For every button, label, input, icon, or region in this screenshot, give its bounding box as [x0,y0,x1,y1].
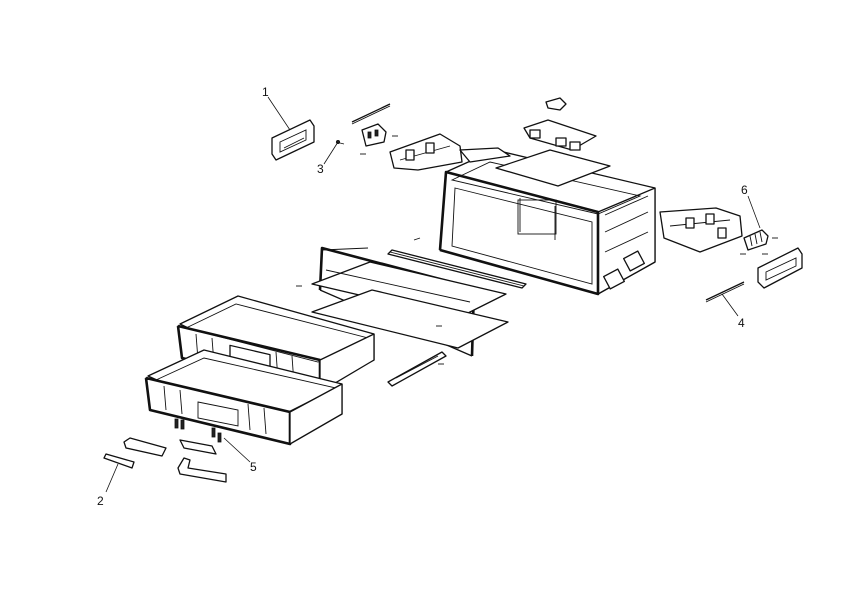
left-hinge-assembly [360,123,511,171]
part-4-pin-rod [705,281,745,303]
part-1-left-latch [271,119,315,161]
drawer-handles [123,437,227,483]
callout-5: 5 [250,460,257,474]
box-housing [438,149,656,296]
part-5-drawer-pins [174,418,222,455]
leader-lines [105,96,761,493]
callout-6: 6 [741,183,748,197]
lower-drawer [144,349,343,446]
drawer-frame [311,246,509,357]
top-latch-parts [523,97,597,151]
right-handle-latch [757,247,803,289]
pin-rod-left [351,103,391,125]
callout-1: 1 [262,85,269,99]
callout-3: 3 [317,162,324,176]
slide-rails [387,249,527,387]
loose-screws [296,237,444,365]
part-6-latch-clip [743,229,769,251]
right-hinge-assembly [659,207,778,255]
part-2-handle-grip [103,453,135,469]
callout-4: 4 [738,316,745,330]
callout-2: 2 [97,494,104,508]
